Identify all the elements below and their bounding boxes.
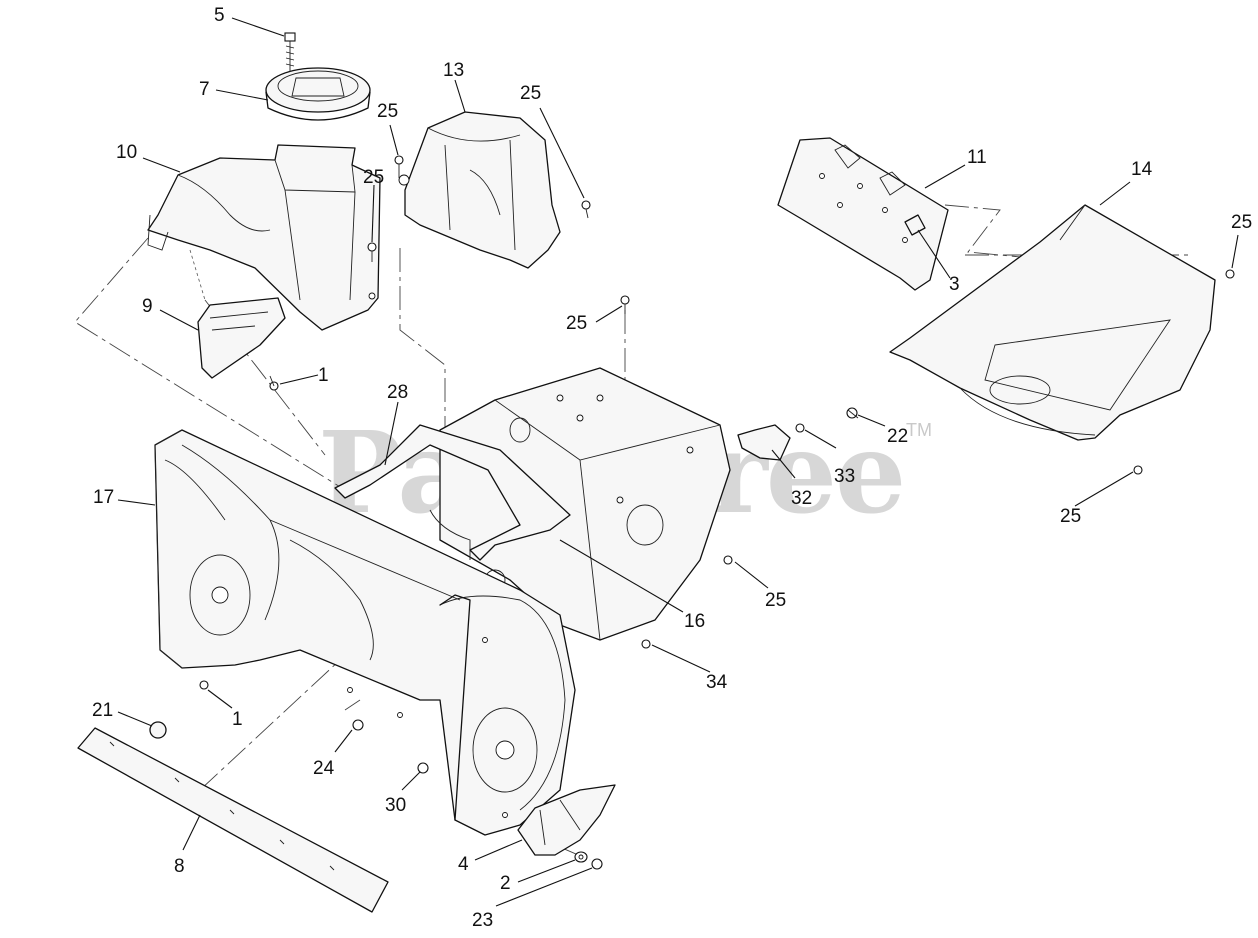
bolt-33 [795, 423, 805, 433]
callout-25-cover-bottom: 25 [1060, 506, 1081, 527]
callout-22: 22 [887, 426, 908, 447]
bolt-25-right [1225, 269, 1235, 279]
housing-cover-part-14 [889, 204, 1216, 441]
skid-shoe-part-4 [517, 784, 616, 856]
bolt-22 [846, 407, 859, 419]
washer-2 [574, 851, 588, 863]
callout-1-housing: 1 [232, 709, 243, 730]
chute-ring-part-7 [265, 67, 371, 121]
deflector-plate-part-9 [197, 297, 286, 379]
callout-labels: 5 7 10 13 25 25 25 11 14 25 3 9 1 25 28 … [92, 5, 1252, 931]
callout-1-chute: 1 [318, 365, 329, 386]
belt-cover-part-13 [398, 111, 561, 269]
callout-17: 17 [93, 487, 114, 508]
callout-32: 32 [791, 488, 812, 509]
watermark-trademark: TM [906, 420, 932, 440]
callout-25-cover: 25 [520, 83, 541, 104]
bolt-34 [641, 639, 651, 649]
callout-23: 23 [472, 910, 493, 931]
callout-28: 28 [387, 382, 408, 403]
bolt-25-cover-bottom [1133, 465, 1143, 475]
callout-7: 7 [199, 79, 210, 100]
screw-part-5 [284, 32, 296, 72]
nut-24 [352, 719, 364, 731]
bolt-1-housing [199, 680, 209, 690]
bolt-1-chute [269, 375, 279, 391]
scraper-bar-part-8 [77, 727, 389, 913]
callout-4: 4 [458, 854, 469, 875]
callout-21: 21 [92, 700, 113, 721]
bolt-25-chute [367, 242, 377, 262]
bolt-25-frame-side [723, 555, 733, 565]
callout-2: 2 [500, 873, 511, 894]
callout-25-right: 25 [1231, 212, 1252, 233]
auger-housing-part-17 [154, 429, 576, 836]
callout-34: 34 [706, 672, 728, 693]
bolt-25-cover [581, 200, 591, 219]
clip-part-3 [904, 214, 926, 236]
callout-25-frame-side: 25 [765, 590, 786, 611]
callout-11: 11 [967, 147, 987, 168]
callout-24: 24 [313, 758, 335, 779]
nut-23 [591, 858, 603, 870]
bolt-25-frame [620, 295, 630, 314]
knob-part-21 [149, 721, 167, 739]
callout-3: 3 [949, 274, 960, 295]
bracket-part-28 [334, 424, 571, 561]
callout-30: 30 [385, 795, 406, 816]
callout-13: 13 [443, 60, 464, 81]
callout-33: 33 [834, 466, 855, 487]
bracket-part-32 [737, 424, 791, 461]
discharge-chute-part-10 [147, 144, 381, 331]
callout-25-chute: 25 [363, 167, 384, 188]
callout-8: 8 [174, 856, 185, 877]
callout-10: 10 [116, 142, 137, 163]
bolt-25-top-left [394, 155, 404, 178]
bolt-30 [417, 762, 429, 774]
callout-5: 5 [214, 5, 225, 26]
mounting-plate-part-11 [777, 137, 949, 291]
leader-lines [117, 17, 1239, 907]
callout-16: 16 [684, 611, 705, 632]
callout-25-top-left: 25 [377, 101, 398, 122]
callout-25-frame: 25 [566, 313, 587, 334]
fasteners [199, 155, 1235, 870]
frame-part-16 [429, 367, 731, 641]
callout-9: 9 [142, 296, 153, 317]
callout-14: 14 [1131, 159, 1153, 180]
